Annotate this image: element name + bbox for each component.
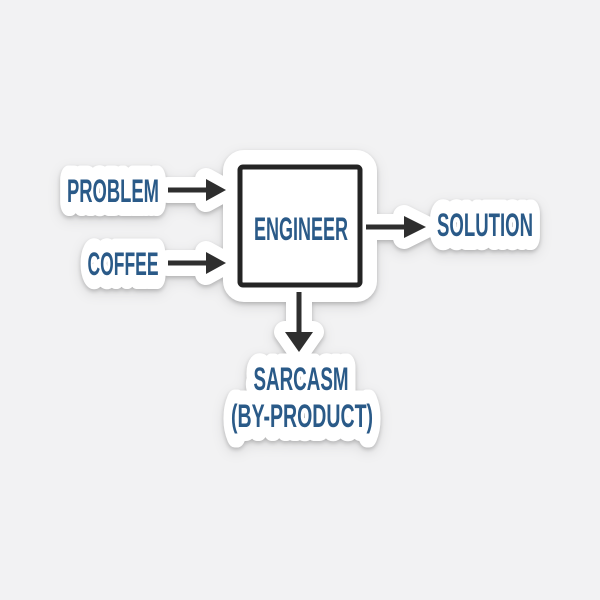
byproduct-label: (BY-PRODUCT) bbox=[231, 398, 373, 434]
engineer-label: ENGINEER bbox=[254, 211, 348, 247]
coffee-label: COFFEE bbox=[88, 246, 159, 282]
engineer-box bbox=[237, 164, 363, 288]
solution-label: SOLUTION bbox=[437, 207, 533, 243]
arrow-right-icon bbox=[404, 216, 426, 238]
arrow-down-icon bbox=[285, 332, 313, 352]
arrow-right-icon bbox=[206, 252, 226, 274]
arrow-right-icon bbox=[206, 179, 226, 201]
problem-label: PROBLEM bbox=[67, 173, 159, 209]
sarcasm-label: SARCASM bbox=[254, 361, 349, 397]
diagram-content: PROBLEM COFFEE ENGINEER SOLUTION SARCASM… bbox=[67, 164, 533, 434]
